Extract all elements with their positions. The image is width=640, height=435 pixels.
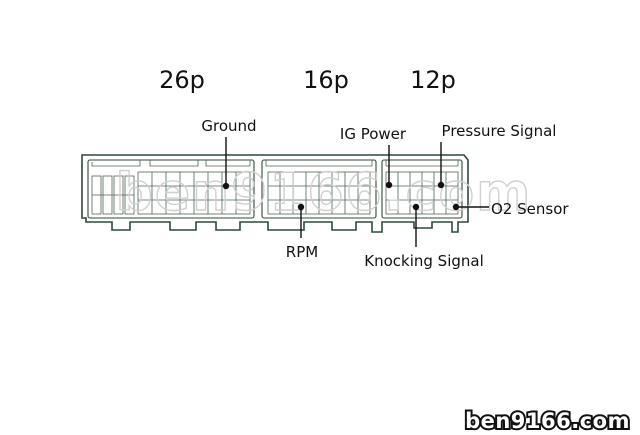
- callout-ig-power: IG Power: [340, 125, 407, 189]
- callout-ground-label: Ground: [201, 117, 256, 135]
- callout-rpm: RPM: [286, 203, 318, 261]
- pin-count-26p: 26p: [159, 66, 205, 94]
- ground-pin-dot: [222, 182, 230, 190]
- connector-26p-body: [87, 159, 255, 219]
- callout-pressure-signal: Pressure Signal: [437, 122, 557, 189]
- pin-count-16p: 16p: [303, 66, 349, 94]
- callout-pressure-signal-label: Pressure Signal: [442, 122, 557, 140]
- pressure-signal-pin-dot: [437, 181, 445, 189]
- rpm-pin-dot: [297, 203, 305, 211]
- corner-watermark: ben9166.com: [465, 409, 630, 433]
- connector-16p-body: [261, 159, 377, 219]
- connector-housing: [81, 154, 469, 233]
- knocking-signal-pin-dot: [412, 203, 420, 211]
- callout-knocking-signal: Knocking Signal: [364, 203, 484, 270]
- o2-sensor-pin-dot: [452, 203, 460, 211]
- watermark-text: ben9166.com: [116, 163, 533, 223]
- callout-ground: Ground: [201, 117, 257, 190]
- callout-knocking-signal-label: Knocking Signal: [364, 252, 484, 270]
- callout-o2-sensor-label: O2 Sensor: [491, 200, 569, 218]
- pin-count-12p: 12p: [410, 66, 456, 94]
- callout-rpm-label: RPM: [286, 243, 318, 261]
- housing-outline: [81, 154, 469, 233]
- connector-12p-body: [381, 159, 463, 219]
- callout-ig-power-label: IG Power: [340, 125, 407, 143]
- callout-o2-sensor: O2 Sensor: [452, 200, 569, 218]
- ig-power-pin-dot: [385, 181, 393, 189]
